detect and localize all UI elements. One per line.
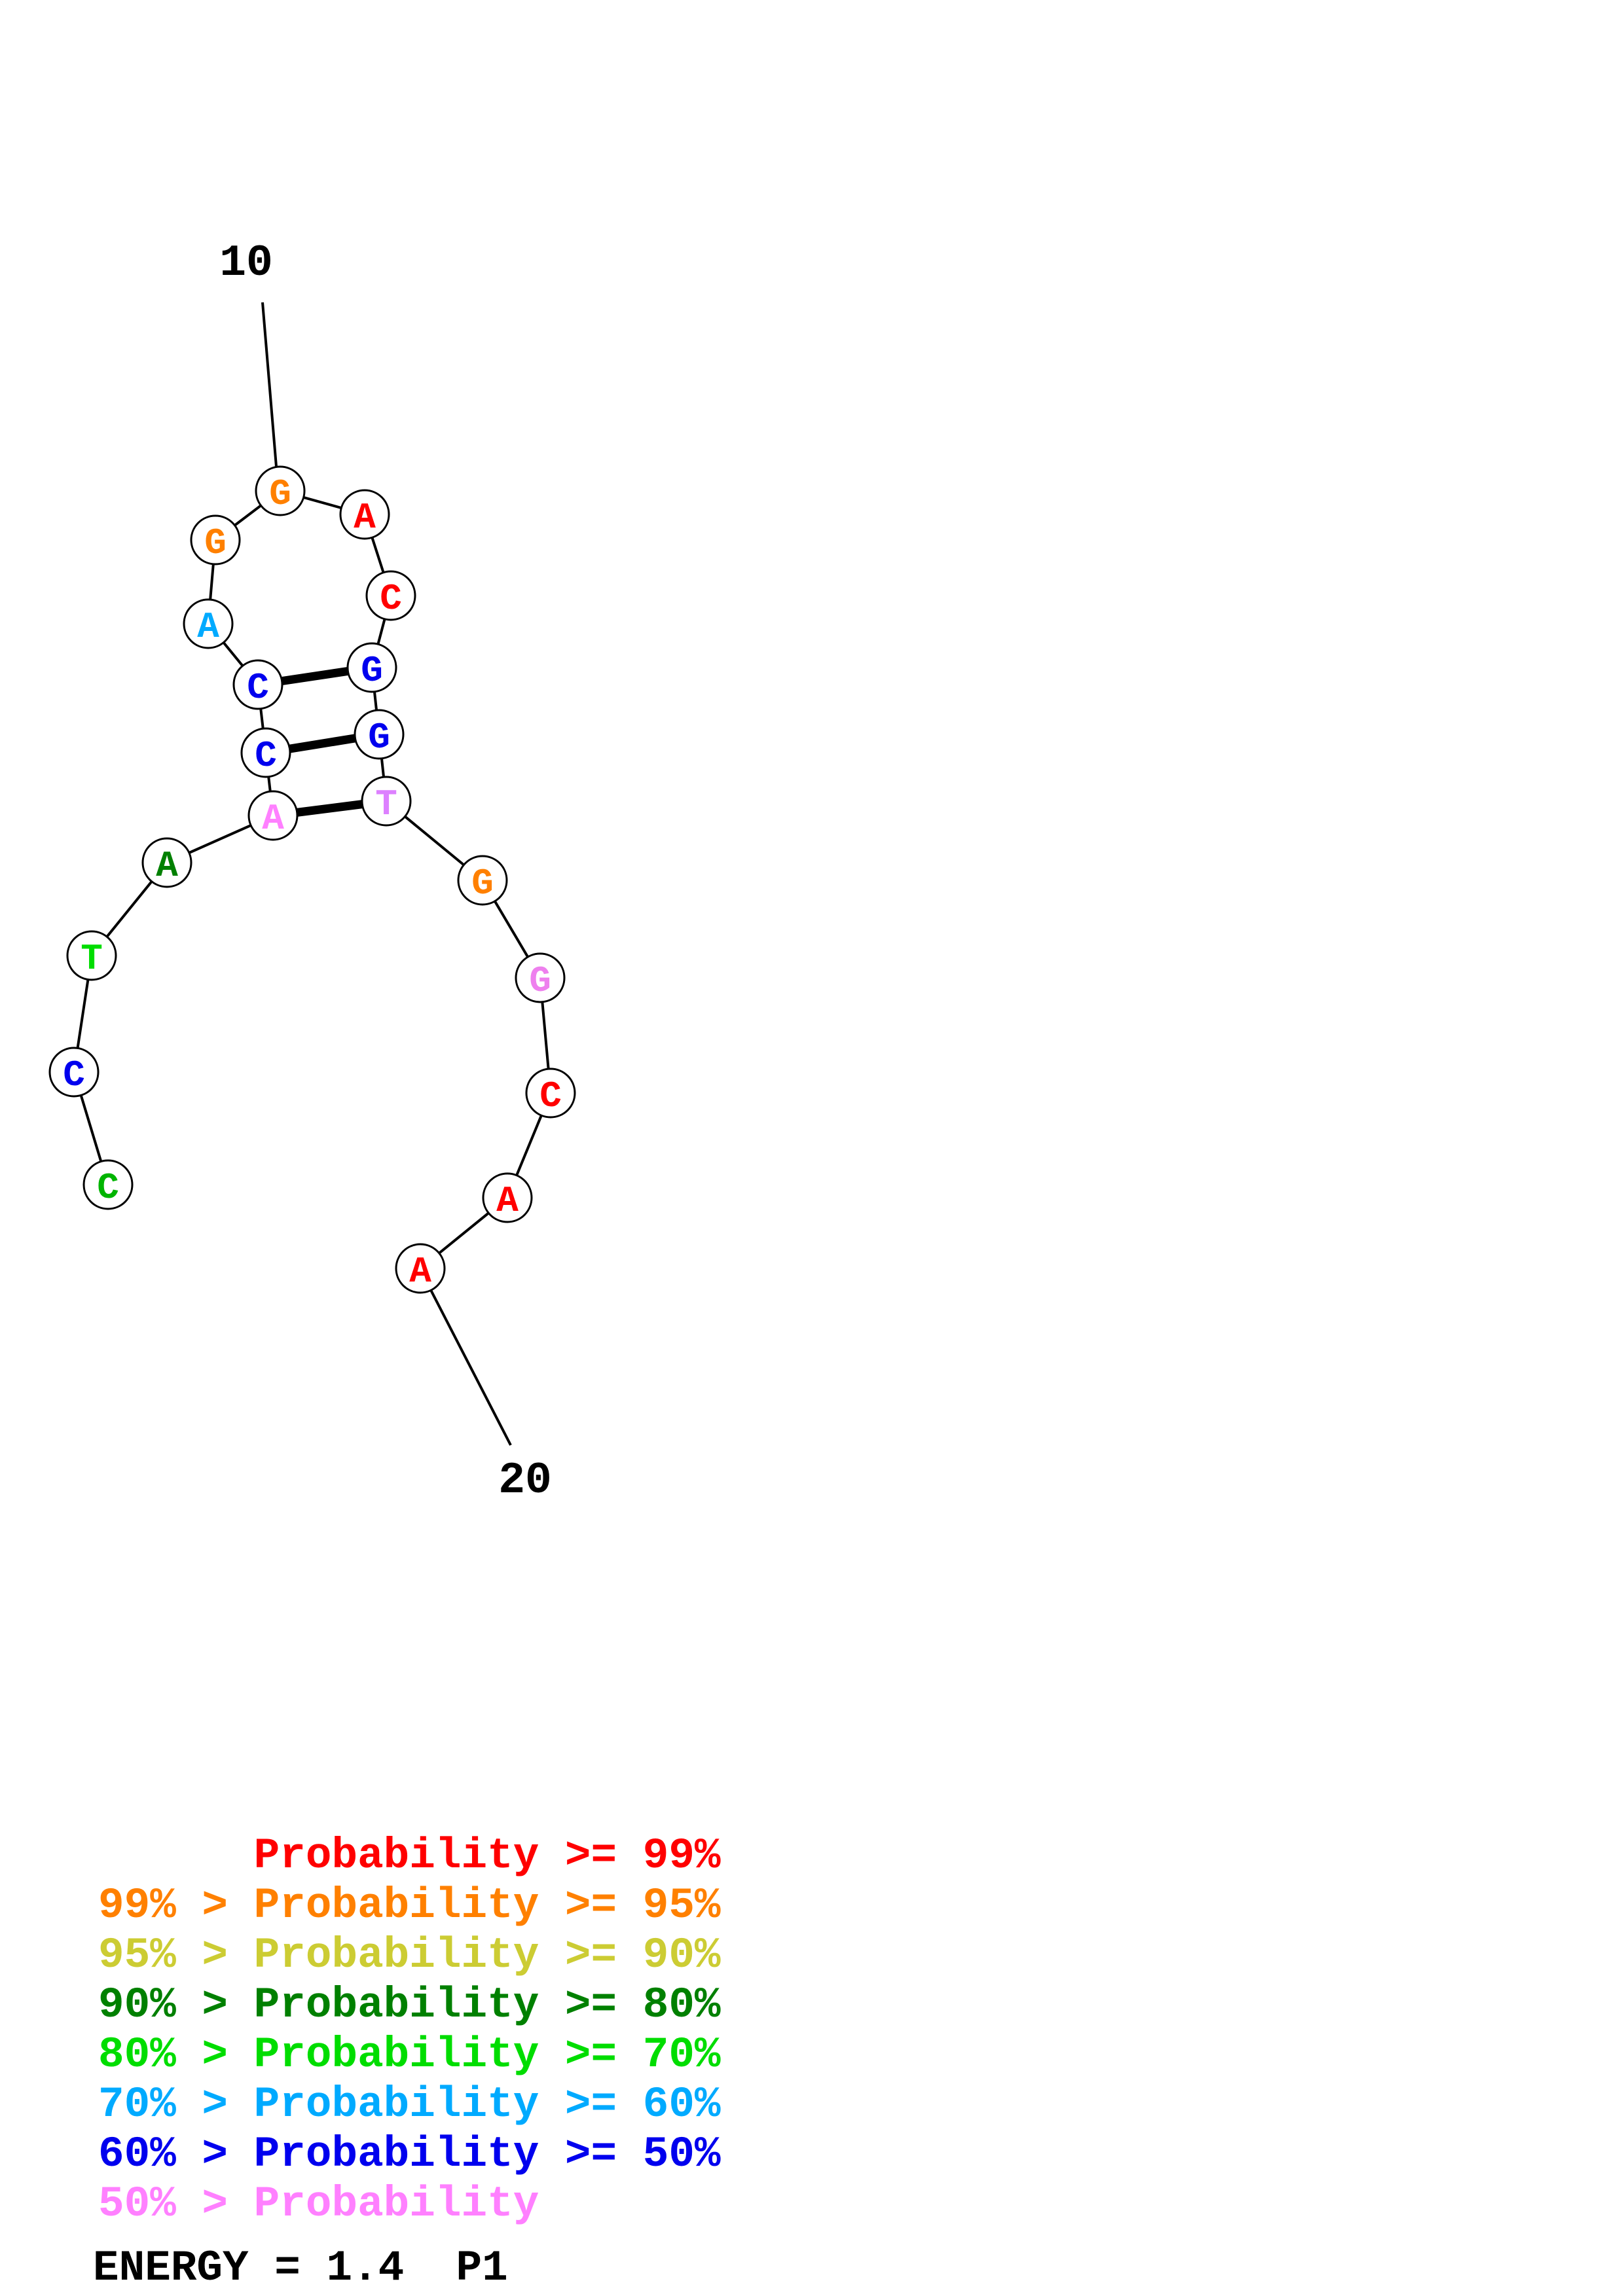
nucleotide: A [183,598,234,649]
position-label: 20 [498,1456,552,1506]
nucleotide: C [240,727,291,778]
legend-row: Probability >= 99% [98,1831,721,1880]
nucleotide-base: A [156,845,178,887]
nucleotide-base: A [496,1180,519,1222]
nucleotide-base: G [368,717,390,759]
nucleotide: A [395,1243,446,1294]
legend-row: 99% > Probability >= 95% [98,1881,721,1930]
nucleotide-circle [232,659,283,710]
nucleotide-circle [515,952,566,1003]
legend-row: 50% > Probability [98,2179,539,2229]
nucleotide-circle [66,930,117,981]
nucleotide: T [361,776,412,827]
nucleotide-base: A [262,798,284,840]
probability-legend: Probability >= 99% 99% > Probability >= … [98,1831,721,2229]
nucleotide-base: C [63,1054,85,1096]
nucleotide-circle [255,465,306,516]
nucleotide-base: G [361,650,383,692]
nucleotide-circle [339,489,390,540]
nucleotide-base: C [247,667,269,709]
nucleotide-base: A [354,497,376,539]
nucleotide-base: G [269,473,291,515]
nucleotide: G [354,709,405,760]
nucleotide: C [82,1159,134,1210]
nucleotide-base: G [471,863,494,905]
nucleotide-base: C [539,1075,562,1117]
nucleotide: A [339,489,390,540]
nucleotide: C [232,659,283,710]
nucleotide-circle [346,642,397,693]
nucleotide-base: C [380,578,402,620]
nucleotide: C [525,1067,576,1119]
nucleotide: C [365,570,416,621]
nucleotide-base: C [97,1167,119,1209]
nucleotide-base: A [409,1251,431,1293]
nucleotide: G [457,855,508,906]
legend-row: 90% > Probability >= 80% [98,1981,721,2030]
nucleotide-circle [48,1047,100,1098]
nucleotide-base: C [255,735,277,777]
legend-row: 80% > Probability >= 70% [98,2030,721,2079]
nucleotide: C [48,1047,100,1098]
nucleotide-circle [247,790,299,841]
label-tick-line [261,302,278,467]
nucleotide: T [66,930,117,981]
legend-row: 95% > Probability >= 90% [98,1931,721,1980]
nucleotide: G [515,952,566,1003]
nucleotide: G [346,642,397,693]
nucleotide-base: G [529,960,551,1002]
nucleotide-base: A [197,606,219,648]
nucleotide-circle [482,1172,533,1223]
nucleotide: A [482,1172,533,1223]
label-tick-line [429,1289,512,1446]
nucleotide-base: T [81,938,103,980]
nucleotide-circle [365,570,416,621]
legend-row: 60% > Probability >= 50% [98,2130,721,2179]
nucleotide-circle [82,1159,134,1210]
nucleotide-circle [190,514,241,565]
nucleotide: A [141,837,192,888]
nucleotide-circle [457,855,508,906]
nucleotide-base: G [204,522,227,564]
nucleotide-circle [525,1067,576,1119]
energy-label: ENERGY = 1.4 P1 [93,2244,508,2293]
nucleotide-circle [141,837,192,888]
nucleotide-base: T [375,783,397,825]
nucleotide: A [247,790,299,841]
nucleotide-circle [183,598,234,649]
nucleotide-circle [361,776,412,827]
position-label: 10 [219,238,273,289]
nucleotide: G [255,465,306,516]
legend-row: 70% > Probability >= 60% [98,2080,721,2129]
nucleotide-circle [240,727,291,778]
nucleotide-circle [395,1243,446,1294]
nucleotide-circle [354,709,405,760]
nucleotide: G [190,514,241,565]
